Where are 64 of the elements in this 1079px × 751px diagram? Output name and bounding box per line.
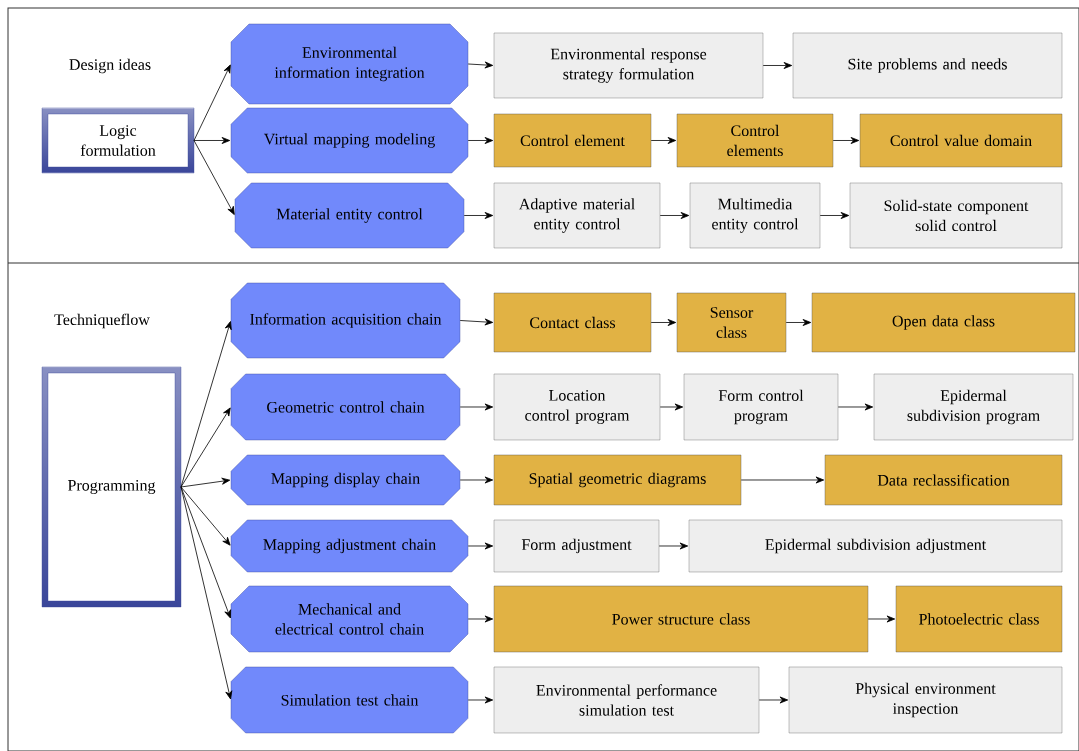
arrow — [659, 212, 690, 219]
octagon-box: Mapping adjustment chain — [230, 519, 469, 573]
arrow — [459, 476, 494, 484]
process-box: Form control program — [683, 373, 839, 441]
arrow — [180, 486, 233, 700]
process-box: Spatial geometric diagrams — [493, 454, 742, 506]
framed-box: Logic formulation — [41, 107, 195, 174]
arrow — [762, 62, 793, 69]
arrow — [180, 477, 231, 488]
arrow — [837, 403, 874, 411]
section-heading: Techniqueflow — [54, 313, 150, 329]
arrow — [832, 137, 860, 144]
process-box: Form adjustment — [493, 519, 660, 573]
arrow — [467, 137, 494, 144]
process-box: Location control program — [493, 373, 661, 441]
process-box: Environmental performance simulation test — [493, 666, 760, 734]
process-box: Physical environment inspection — [788, 666, 1063, 734]
arrow — [467, 696, 494, 704]
octagon-box: Mechanical and electrical control chain — [230, 585, 469, 653]
arrow — [180, 407, 231, 488]
arrow — [459, 318, 494, 326]
arrow — [819, 212, 850, 219]
process-box: Control elements — [676, 113, 834, 168]
octagon-box: Environmental information integration — [230, 23, 469, 105]
arrow — [659, 403, 684, 411]
process-box: Sensor class — [676, 292, 787, 353]
octagon-box: Mapping display chain — [230, 454, 461, 506]
process-box: Adaptive material entity control — [493, 182, 661, 249]
process-box: Control element — [493, 113, 652, 168]
process-box: Multimedia entity control — [689, 182, 821, 249]
arrow — [459, 403, 494, 411]
octagon-box: Virtual mapping modeling — [230, 107, 469, 174]
arrow — [180, 486, 231, 619]
arrow — [867, 615, 896, 623]
process-box: Contact class — [493, 292, 652, 353]
octagon-box: Material entity control — [234, 182, 465, 249]
process-box: Data reclassification — [824, 454, 1063, 506]
arrow — [467, 615, 494, 623]
arrow — [740, 476, 825, 484]
process-box: Control value domain — [859, 113, 1063, 168]
arrow — [467, 61, 494, 69]
arrow — [650, 137, 677, 144]
arrow — [658, 542, 689, 550]
arrow — [180, 321, 232, 488]
octagon-box: Information acquisition chain — [230, 282, 461, 359]
section-heading: Design ideas — [69, 58, 151, 74]
process-box: Epidermal subdivision program — [873, 373, 1074, 441]
arrow — [193, 140, 235, 215]
arrow — [463, 212, 494, 219]
process-box: Power structure class — [493, 585, 869, 653]
arrow — [650, 319, 677, 326]
arrow — [193, 64, 231, 141]
framed-box: Programming — [41, 366, 182, 608]
process-box: Site problems and needs — [792, 32, 1063, 99]
process-box: Open data class — [811, 292, 1076, 353]
arrow — [467, 542, 494, 550]
arrow — [193, 137, 231, 144]
process-box: Solid-state component solid control — [849, 182, 1063, 249]
arrow — [758, 696, 789, 704]
arrow — [785, 319, 812, 326]
arrow — [180, 486, 231, 546]
process-box: Environmental response strategy formulation — [493, 32, 764, 99]
process-box: Photoelectric class — [895, 585, 1063, 653]
process-box: Epidermal subdivision adjustment — [688, 519, 1063, 573]
